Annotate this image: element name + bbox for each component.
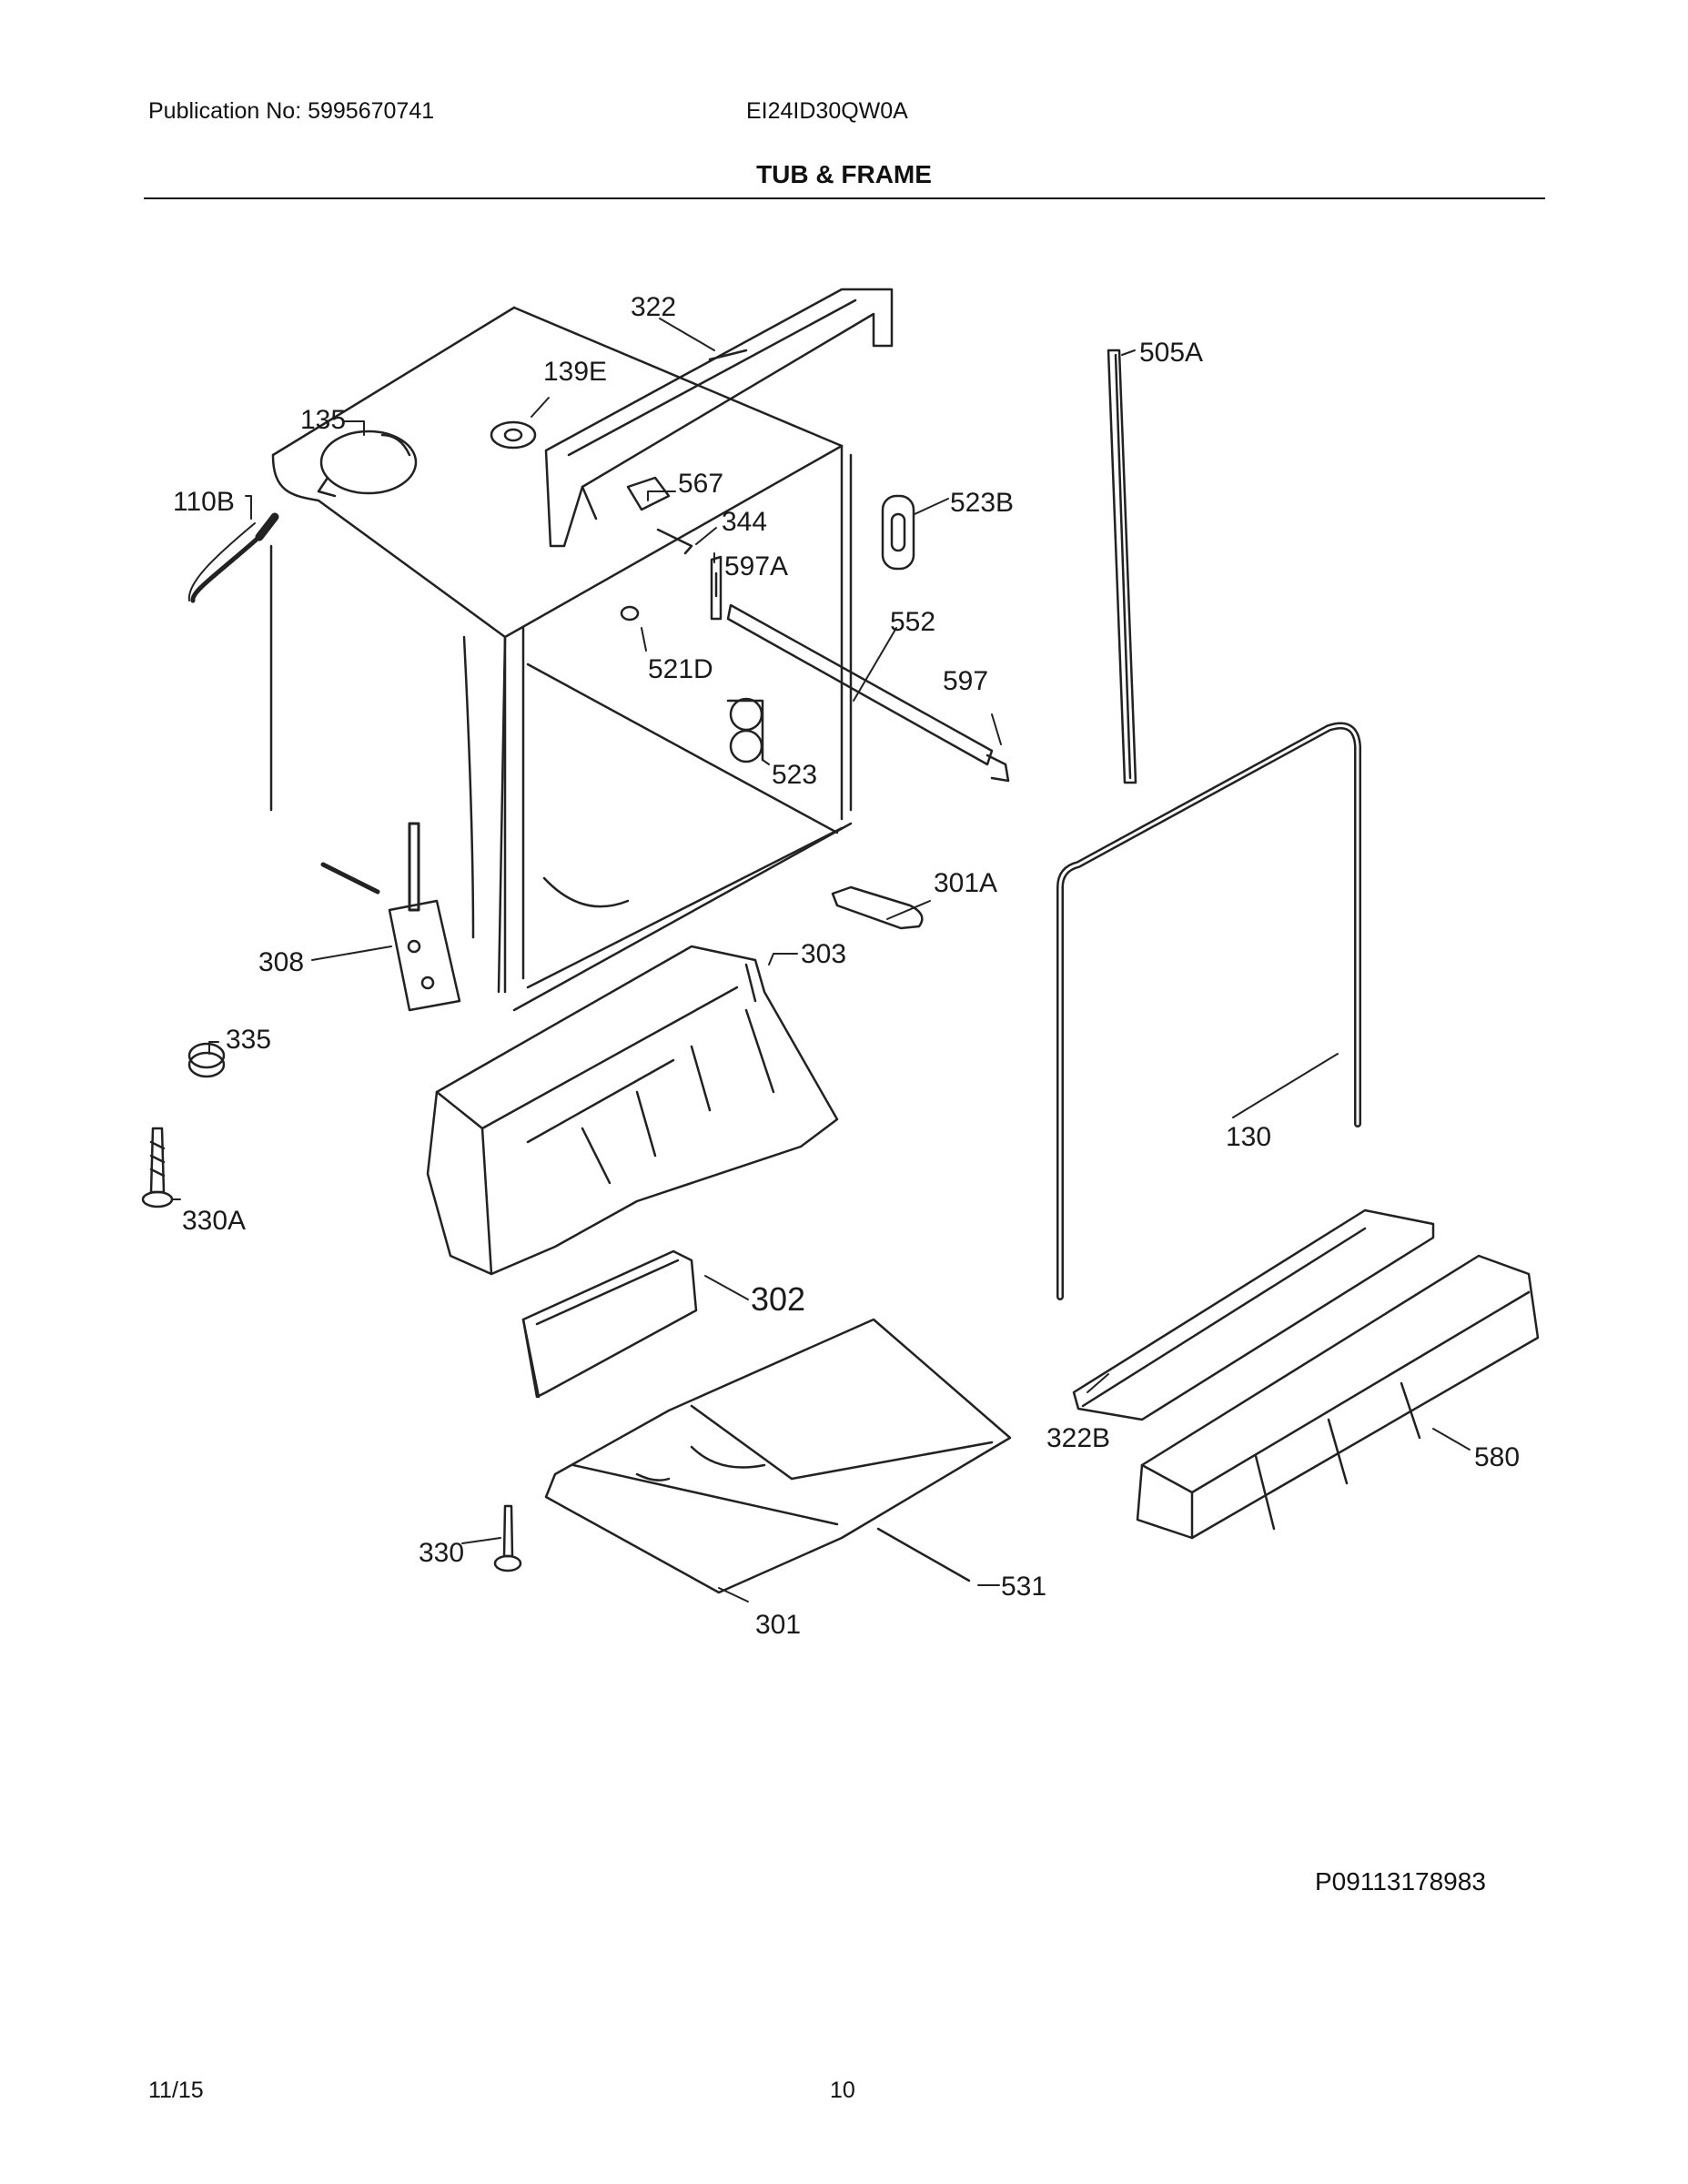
- leader-lines: [172, 318, 1471, 1603]
- part-552-rail: [726, 603, 994, 766]
- callout-322b: 322B: [1046, 1423, 1110, 1453]
- callout-344: 344: [722, 507, 767, 537]
- part-567-clip: [626, 476, 671, 511]
- part-303-base: [426, 945, 839, 1276]
- part-523-nozzles: [726, 697, 764, 763]
- callout-523: 523: [772, 760, 817, 790]
- part-505a-strip: [1107, 349, 1137, 784]
- callout-139e: 139E: [543, 357, 607, 387]
- callout-135: 135: [300, 405, 346, 435]
- part-531-wire: [876, 1527, 971, 1582]
- part-580-base: [1136, 1254, 1540, 1540]
- part-330a-screw: [141, 1127, 174, 1208]
- callout-302: 302: [751, 1280, 805, 1318]
- drain-hose: [187, 512, 279, 812]
- callout-597a: 597A: [724, 551, 788, 581]
- callout-552: 552: [890, 607, 935, 637]
- page-title: TUB & FRAME: [756, 160, 932, 188]
- part-130-gasket: [1056, 722, 1361, 1300]
- callout-301a: 301A: [934, 868, 997, 898]
- callout-303: 303: [801, 939, 846, 969]
- callout-531: 531: [1001, 1572, 1046, 1602]
- callout-130: 130: [1226, 1122, 1271, 1152]
- part-330-screw: [493, 1504, 522, 1572]
- figure-id: P09113178983: [1315, 1867, 1486, 1896]
- part-335-wheel: [187, 1042, 226, 1078]
- publication-number: Publication No: 5995670741: [148, 98, 435, 124]
- part-301-pan: [544, 1318, 1012, 1594]
- part-308-hinge: [320, 822, 461, 1012]
- footer-date: 11/15: [148, 2078, 204, 2103]
- part-302-panel: [521, 1249, 698, 1399]
- tub: [271, 306, 853, 1012]
- callout-523b: 523B: [950, 488, 1014, 518]
- page-number: 10: [830, 2078, 855, 2103]
- part-521d-grommet: [620, 605, 640, 622]
- callout-335: 335: [226, 1025, 271, 1055]
- part-301a-cover: [831, 885, 924, 930]
- callout-505a: 505A: [1139, 338, 1203, 368]
- callout-580: 580: [1474, 1442, 1520, 1472]
- callout-521d: 521D: [648, 654, 713, 684]
- callout-labels: 322 505A 139E 135 567 523B 110B 344 597A…: [173, 292, 1520, 1640]
- callout-322: 322: [631, 292, 676, 322]
- part-139e-nut: [490, 420, 537, 450]
- title-rule: [144, 197, 1545, 199]
- callout-110b: 110B: [173, 487, 235, 517]
- callout-301: 301: [755, 1610, 801, 1640]
- part-322b-rail: [1072, 1208, 1435, 1421]
- callout-308: 308: [258, 947, 304, 977]
- callout-567: 567: [678, 469, 723, 499]
- part-597-clip: [986, 753, 1010, 783]
- model-number: EI24ID30QW0A: [746, 98, 908, 124]
- part-597a-latch: [710, 555, 723, 621]
- part-135-cap: [317, 430, 418, 498]
- part-523b-gasket: [881, 494, 915, 571]
- part-344-spring: [656, 528, 693, 555]
- callout-330a: 330A: [182, 1206, 246, 1236]
- part-322-bracket: [544, 288, 894, 548]
- callout-330: 330: [419, 1538, 464, 1568]
- callout-597: 597: [943, 666, 988, 696]
